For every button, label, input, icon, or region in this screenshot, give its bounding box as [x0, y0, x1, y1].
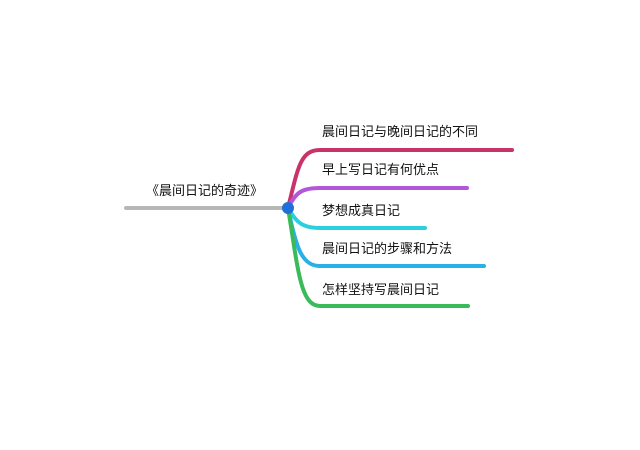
branch-connector-1 [286, 148, 514, 210]
root-topic-label[interactable]: 《晨间日记的奇迹》 [146, 184, 264, 199]
root-node-dot[interactable] [282, 202, 294, 214]
branch-topic-4[interactable]: 晨间日记的步骤和方法 [322, 242, 453, 257]
branch-topic-3[interactable]: 梦想成真日记 [322, 204, 401, 219]
branch-topic-2[interactable]: 早上写日记有何优点 [322, 163, 440, 178]
branch-topic-5[interactable]: 怎样坚持写晨间日记 [322, 283, 440, 298]
branch-connector-5 [286, 206, 470, 308]
branch-topic-1[interactable]: 晨间日记与晚间日记的不同 [322, 125, 479, 140]
